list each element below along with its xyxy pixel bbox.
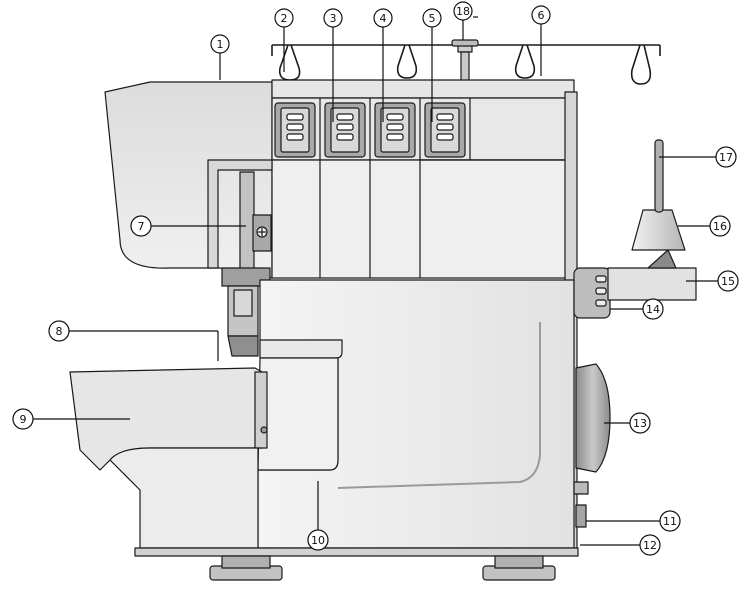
callout-17: 17 (716, 147, 736, 167)
tension-dial-2[interactable] (275, 103, 315, 157)
callout-9: 9 (13, 409, 33, 429)
callout-6: 6 (532, 6, 550, 24)
svg-text:6: 6 (538, 9, 545, 22)
callout-16: 16 (710, 216, 730, 236)
svg-text:2: 2 (281, 12, 288, 25)
svg-text:8: 8 (56, 325, 63, 338)
differential-feed-lever[interactable] (576, 505, 586, 527)
callout-4: 4 (374, 9, 392, 27)
svg-text:3: 3 (330, 12, 337, 25)
callout-7: 7 (131, 216, 151, 236)
svg-text:16: 16 (713, 220, 727, 233)
callout-2: 2 (275, 9, 293, 27)
spool-pin (655, 140, 663, 212)
callout-18: 18 (454, 2, 472, 20)
spool-cone (632, 210, 685, 268)
svg-text:17: 17 (719, 151, 733, 164)
spool-holder-arm (608, 268, 696, 300)
handwheel[interactable] (576, 364, 610, 472)
svg-text:18: 18 (456, 5, 470, 18)
tension-dial-4[interactable] (375, 103, 415, 157)
svg-text:7: 7 (138, 220, 145, 233)
callout-15: 15 (718, 271, 738, 291)
svg-text:11: 11 (663, 515, 677, 528)
svg-text:14: 14 (646, 303, 660, 316)
svg-text:5: 5 (429, 12, 436, 25)
callout-12: 12 (640, 535, 660, 555)
svg-text:13: 13 (633, 417, 647, 430)
svg-text:15: 15 (721, 275, 735, 288)
callout-8: 8 (49, 321, 69, 341)
callout-11: 11 (660, 511, 680, 531)
svg-text:10: 10 (311, 534, 325, 547)
callout-1: 1 (211, 35, 229, 53)
callout-14: 14 (643, 299, 663, 319)
svg-text:12: 12 (643, 539, 657, 552)
tension-dial-3[interactable] (325, 103, 365, 157)
svg-text:4: 4 (380, 12, 387, 25)
top-tension-housing (272, 80, 574, 98)
thread-stand-post (452, 40, 478, 82)
svg-text:1: 1 (217, 38, 224, 51)
tension-dial-5[interactable] (425, 103, 465, 157)
callout-3: 3 (324, 9, 342, 27)
svg-text:9: 9 (20, 413, 27, 426)
callout-13: 13 (630, 413, 650, 433)
stitch-length-dial[interactable] (574, 268, 610, 318)
base (135, 548, 578, 556)
callout-5: 5 (423, 9, 441, 27)
callout-10: 10 (308, 530, 328, 550)
